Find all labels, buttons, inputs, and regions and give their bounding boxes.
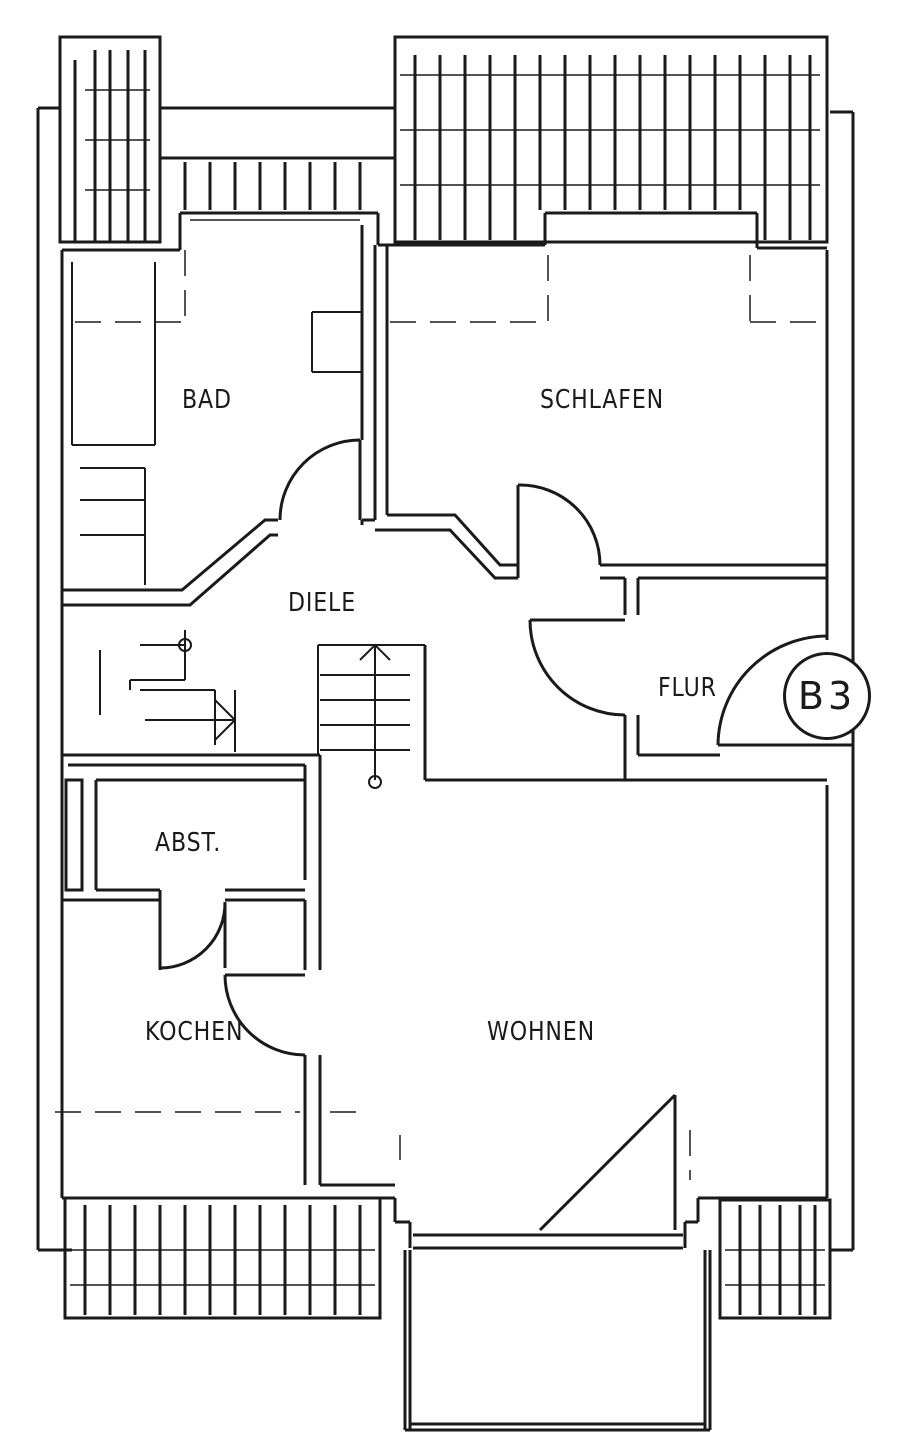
- interior-walls: [62, 225, 853, 1187]
- roof-window-bottom-left: [63, 1196, 382, 1320]
- room-label-bad: BAD: [182, 385, 232, 415]
- room-label-kochen: KOCHEN: [145, 1017, 244, 1047]
- door-kochen: [223, 973, 306, 1057]
- door-abst: [159, 901, 227, 970]
- roof-window-top-center: [158, 158, 362, 221]
- door-entrance: [716, 634, 828, 747]
- room-label-diele: DIELE: [288, 588, 357, 618]
- door-flur: [528, 618, 626, 717]
- door-bad: [278, 438, 362, 521]
- room-label-wohnen: WOHNEN: [487, 1017, 596, 1047]
- roof-slope-lines: [55, 250, 827, 1180]
- roof-window-top-left: [58, 35, 162, 244]
- washbasin: [311, 311, 362, 373]
- door-schlafen: [516, 483, 602, 566]
- room-label-schlafen: SCHLAFEN: [540, 385, 665, 415]
- unit-badge: B3: [783, 652, 871, 740]
- roof-window-bottom-right: [718, 1198, 832, 1320]
- shower-tray: [80, 467, 146, 585]
- stairs: [99, 630, 425, 789]
- room-label-abst: ABST.: [155, 828, 222, 858]
- bathtub: [71, 262, 156, 446]
- roof-window-top-right: [393, 35, 829, 244]
- balcony: [403, 1093, 712, 1432]
- room-label-flur: FLUR: [658, 673, 717, 703]
